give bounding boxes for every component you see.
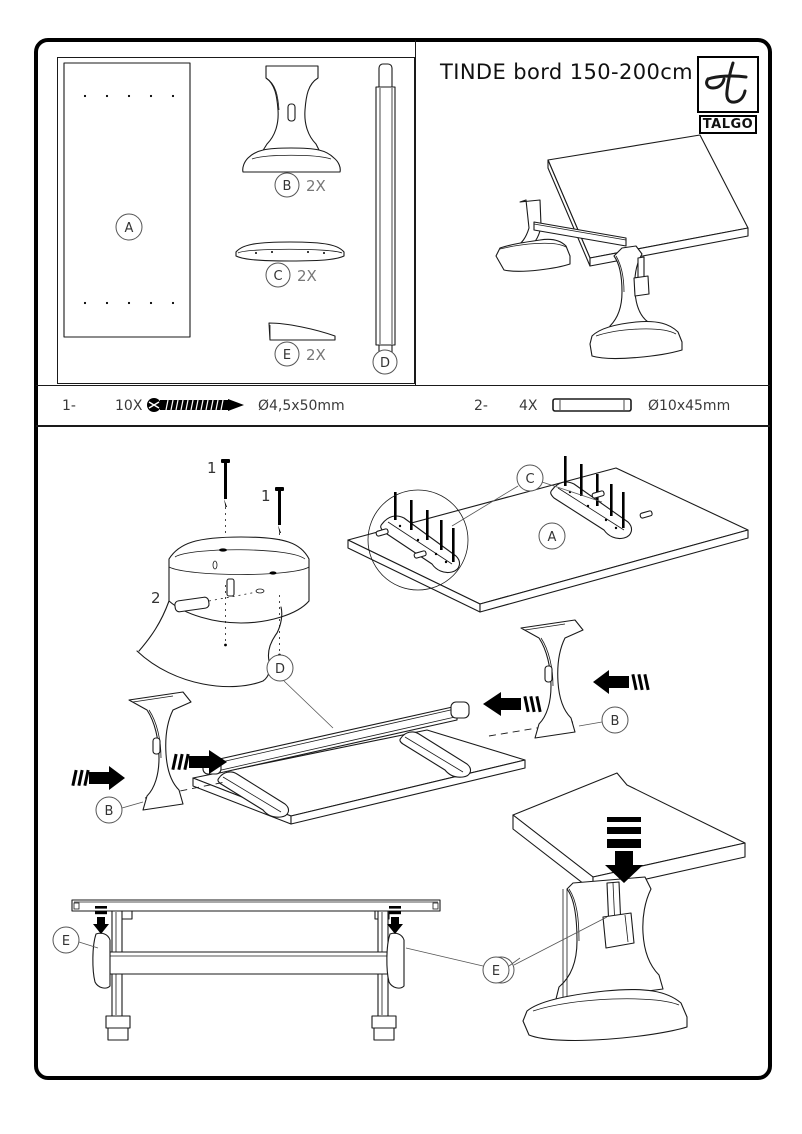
dowel-icon: [551, 396, 635, 414]
step3-balloon-B-left-label: B: [105, 804, 114, 819]
leg-right: [520, 619, 584, 739]
hardware-2-qty: 4X: [519, 398, 538, 414]
part-D-stretcher: D: [368, 60, 410, 380]
step2-balloon-A-label: A: [548, 530, 557, 545]
part-balloon-A-label: A: [125, 221, 134, 236]
hardware-1-qty: 10X: [115, 398, 143, 414]
dowel-callout: 2: [151, 589, 258, 613]
logo-wordmark: TALGO: [699, 115, 757, 134]
part-balloon-D: D: [372, 349, 398, 375]
hardware-1-ref: 1-: [62, 398, 76, 414]
callout-1-right: 1: [261, 487, 271, 505]
part-E-qty: 2X: [306, 346, 326, 364]
pilot-holes-bottom: [83, 301, 175, 305]
logo-mark-box: [697, 56, 759, 113]
step-wedge-side-view: E E: [50, 878, 521, 1058]
step3-balloon-D-label: D: [275, 662, 285, 677]
arrow-left-outer: [71, 766, 125, 790]
part-balloon-C: C: [265, 262, 291, 288]
step3-balloon-B-right: B: [601, 706, 629, 734]
talgo-t-icon: [705, 61, 748, 104]
part-E-wedge: E 2X: [265, 318, 355, 368]
step5-balloon-E-right: E: [482, 956, 510, 984]
pilot-holes-top: [83, 94, 175, 98]
step2-balloon-A: A: [538, 522, 566, 550]
step2-balloon-C: C: [516, 464, 544, 492]
top-vertical-divider: [415, 40, 416, 385]
hardware-divider: [36, 425, 770, 427]
wedge-arrow-left: [93, 906, 109, 934]
hammer-down-arrow: [605, 817, 643, 883]
rail-right-screws: [564, 456, 625, 528]
step5-balloon-E-right-label: E: [492, 964, 500, 979]
hardware-1-spec: Ø4,5x50mm: [258, 398, 345, 414]
part-C-rail: C 2X: [232, 238, 350, 288]
step-mount-rails-to-tabletop: C A: [340, 452, 760, 622]
assembled-table-illustration: [430, 130, 755, 380]
wedge-arrow-right: [387, 906, 403, 934]
arrow-left-inner: [171, 750, 227, 774]
hardware-2-spec: Ø10x45mm: [648, 398, 731, 414]
part-balloon-A: A: [115, 213, 143, 241]
rail-right-dowels: [591, 490, 653, 519]
top-horizontal-divider: [36, 385, 770, 386]
step-slide-legs-and-stretcher: B: [71, 610, 650, 835]
step3-balloon-D: D: [266, 654, 294, 682]
part-balloon-B-label: B: [283, 179, 292, 194]
step2-balloon-C-label: C: [525, 472, 534, 487]
arrow-right-outer: [593, 670, 650, 694]
part-B-leg: B 2X: [236, 62, 346, 198]
step-attach-rail-to-leg: 1 1 2: [136, 455, 355, 690]
part-B-qty: 2X: [306, 177, 326, 195]
part-balloon-C-label: C: [273, 269, 282, 284]
part-balloon-E-label: E: [283, 348, 291, 363]
step5-balloon-E-left-label: E: [62, 934, 70, 949]
callout-1-left: 1: [207, 459, 217, 477]
step-wedge-detail-view: E: [487, 765, 765, 1050]
part-balloon-D-label: D: [380, 356, 390, 371]
part-balloon-B: B: [274, 172, 300, 198]
leg-left: [128, 691, 192, 811]
rail-left: [367, 489, 469, 591]
part-C-qty: 2X: [297, 267, 317, 285]
step3-balloon-B-left: B: [95, 796, 123, 824]
callout-2: 2: [151, 589, 161, 607]
hardware-2-ref: 2-: [474, 398, 488, 414]
brand-logo: TALGO: [697, 56, 759, 136]
part-A-tabletop: A: [63, 62, 193, 339]
step5-balloon-E-left: E: [52, 926, 80, 954]
arrow-right-inner: [483, 692, 542, 716]
page-title: TINDE bord 150-200cm: [440, 60, 694, 84]
rail-left-screws: [394, 492, 455, 562]
screw-icon: [146, 396, 248, 414]
rail-right: [550, 456, 653, 540]
step3-balloon-B-right-label: B: [611, 714, 620, 729]
rail-left-dowels: [375, 528, 427, 559]
part-balloon-E: E: [274, 341, 300, 367]
